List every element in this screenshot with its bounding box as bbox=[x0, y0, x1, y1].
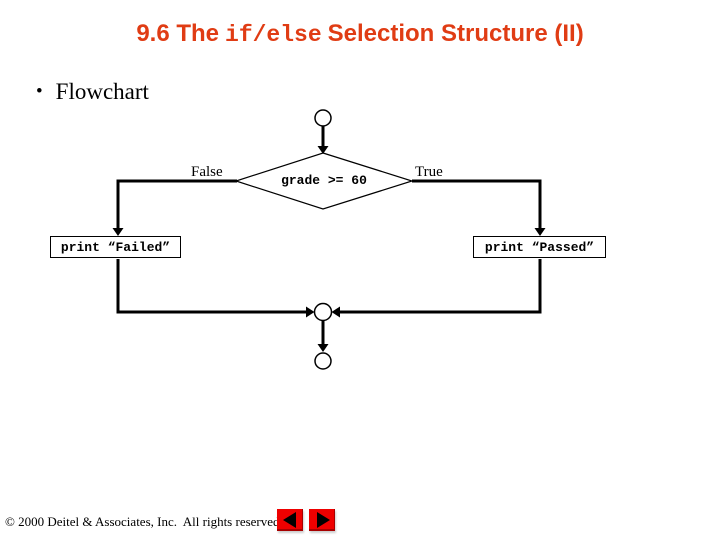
true-branch-line bbox=[412, 179, 542, 229]
previous-slide-button[interactable] bbox=[277, 509, 303, 531]
start-terminator-circle bbox=[314, 109, 332, 127]
copyright-text: © 2000 Deitel & Associates, Inc. All rig… bbox=[5, 514, 283, 529]
true-merge-arrowhead bbox=[331, 306, 340, 318]
print-failed-box: print “Failed” bbox=[50, 236, 181, 258]
title-prefix: 9.6 The bbox=[136, 20, 220, 47]
end-arrowhead bbox=[317, 344, 329, 352]
false-branch-label: False bbox=[191, 164, 223, 180]
next-slide-button[interactable] bbox=[309, 509, 335, 531]
false-branch-line bbox=[116, 179, 237, 229]
back-arrow-icon bbox=[282, 512, 296, 528]
false-branch-arrowhead bbox=[112, 228, 124, 236]
decision-condition-text: grade >= 60 bbox=[281, 173, 367, 188]
title-code-ifelse: if/else bbox=[225, 22, 322, 48]
print-passed-box: print “Passed” bbox=[473, 236, 606, 258]
junction-connector-circle bbox=[313, 302, 333, 322]
bullet-line: • Flowchart bbox=[36, 79, 149, 105]
true-branch-label: True bbox=[415, 164, 443, 180]
false-merge-arrowhead bbox=[306, 306, 315, 318]
title-suffix: Selection Structure (II) bbox=[327, 20, 584, 47]
bullet-text: Flowchart bbox=[55, 79, 149, 104]
forward-arrow-icon bbox=[316, 512, 330, 528]
true-branch-arrowhead bbox=[534, 228, 546, 236]
bullet-icon: • bbox=[36, 81, 43, 102]
true-merge-line bbox=[339, 259, 542, 314]
decision-diamond bbox=[234, 152, 414, 210]
end-terminator-circle bbox=[314, 352, 332, 370]
start-arrowhead bbox=[317, 146, 329, 154]
false-merge-line bbox=[116, 259, 307, 314]
